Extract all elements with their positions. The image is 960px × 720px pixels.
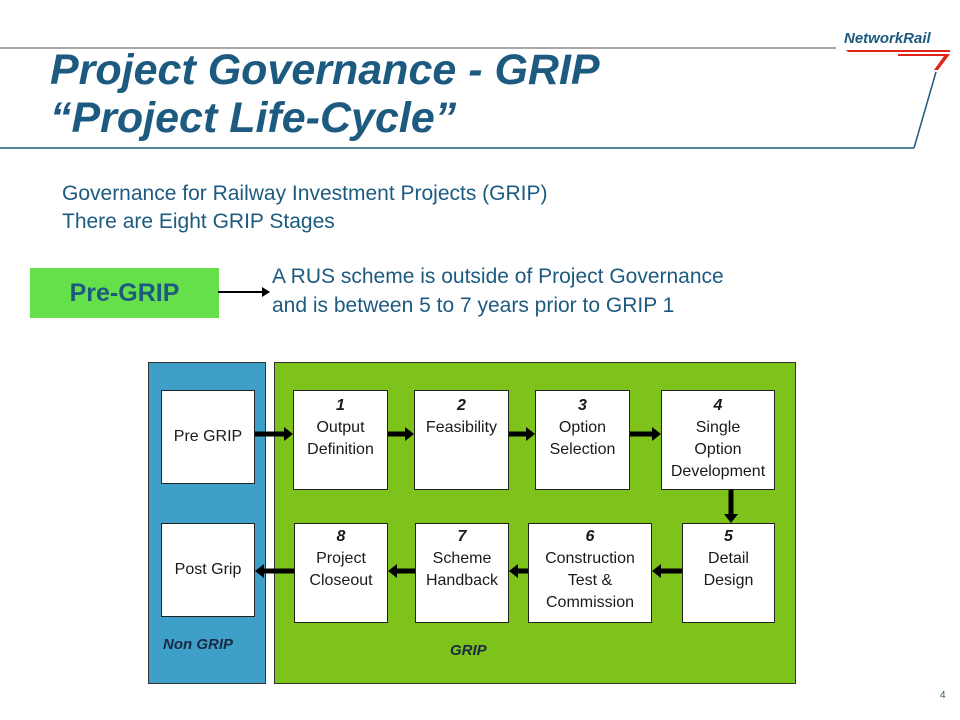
stage-5-line-1: Detail <box>708 550 749 567</box>
stage-6-line-1: Construction <box>545 550 635 567</box>
stage-4-line-1: Single <box>695 419 741 436</box>
grip-label: GRIP <box>450 642 487 659</box>
stage-6-line-3: Commission <box>545 594 634 611</box>
stage-8-number: 8 <box>336 528 346 545</box>
stage-2-number: 2 <box>457 397 466 414</box>
stage-4-line-2: Option <box>694 441 742 458</box>
rus-note: A RUS scheme is outside of Project Gover… <box>272 262 724 320</box>
stage-1-number: 1 <box>336 397 345 414</box>
nongrip-label: Non GRIP <box>163 636 233 653</box>
post-grip-label: Post Grip <box>174 561 242 578</box>
stage-6-number: 6 <box>585 528 595 545</box>
stage-3-box: 3 Option Selection <box>535 390 630 490</box>
intro-line-1: Governance for Railway Investment Projec… <box>62 182 548 205</box>
pre-grip-box: Pre GRIP <box>161 390 255 484</box>
stage-2-box: 2 Feasibility <box>414 390 509 490</box>
stage-5-line-2: Design <box>703 572 754 589</box>
logo-text: NetworkRail <box>844 30 931 47</box>
pre-grip-label: Pre GRIP <box>173 428 243 445</box>
logo-swoosh-icon <box>846 50 950 70</box>
stage-1-line-2: Definition <box>307 441 374 458</box>
stage-8-box: 8 Project Closeout <box>294 523 388 623</box>
stage-3-number: 3 <box>578 397 587 414</box>
rus-note-line-1: A RUS scheme is outside of Project Gover… <box>272 265 724 288</box>
page-title: Project Governance - GRIP “Project Life-… <box>50 46 600 142</box>
stage-3-line-1: Option <box>558 419 607 436</box>
stage-5-number: 5 <box>724 528 733 545</box>
stage-6-box: 6 Construction Test & Commission <box>528 523 652 623</box>
arrow-right-icon <box>218 287 270 297</box>
stage-4-line-3: Development <box>670 463 766 480</box>
page-number: 4 <box>940 690 946 701</box>
stage-7-line-1: Scheme <box>432 550 492 567</box>
header-decoration <box>0 47 937 149</box>
stage-1-line-1: Output <box>316 419 365 436</box>
pregrip-box: Pre-GRIP <box>30 268 219 318</box>
stage-6-line-2: Test & <box>567 572 613 589</box>
stage-4-number: 4 <box>713 397 723 414</box>
stage-5-box: 5 Detail Design <box>682 523 775 623</box>
post-grip-box: Post Grip <box>161 523 255 617</box>
stage-1-box: 1 Output Definition <box>293 390 388 490</box>
stage-3-line-2: Selection <box>549 441 616 458</box>
stage-4-box: 4 Single Option Development <box>661 390 775 490</box>
stage-7-number: 7 <box>457 528 467 545</box>
stage-7-box: 7 Scheme Handback <box>415 523 509 623</box>
network-rail-logo: NetworkRail <box>838 28 956 72</box>
title-line-1: Project Governance - GRIP <box>50 46 600 94</box>
rus-note-line-2: and is between 5 to 7 years prior to GRI… <box>272 294 675 317</box>
stage-2-line-1: Feasibility <box>425 419 498 436</box>
stage-8-line-1: Project <box>316 550 366 567</box>
intro-text: Governance for Railway Investment Projec… <box>62 180 548 236</box>
title-line-2: “Project Life-Cycle” <box>50 94 457 142</box>
intro-line-2: There are Eight GRIP Stages <box>62 210 335 233</box>
stage-8-line-2: Closeout <box>309 572 373 589</box>
stage-7-line-2: Handback <box>425 572 499 589</box>
